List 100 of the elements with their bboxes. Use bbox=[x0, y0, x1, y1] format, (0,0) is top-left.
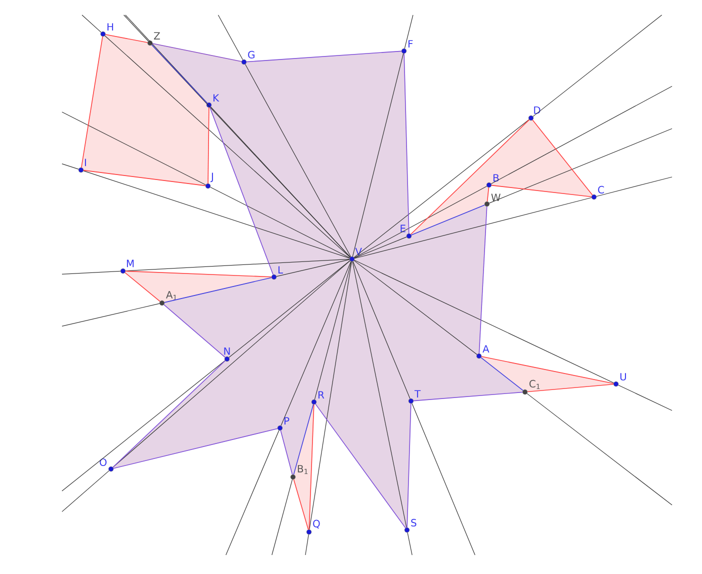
point bbox=[401, 40, 413, 54]
point bbox=[349, 248, 362, 262]
point-label: F bbox=[408, 40, 413, 48]
point bbox=[306, 520, 320, 535]
point-label: Q bbox=[313, 520, 320, 528]
point-label: W bbox=[491, 194, 500, 202]
line-segment bbox=[406, 403, 412, 528]
line-segment bbox=[164, 304, 226, 358]
line-segment bbox=[112, 360, 226, 468]
line-segment bbox=[354, 236, 407, 258]
line-segment bbox=[81, 36, 103, 168]
line-segment bbox=[228, 260, 350, 358]
point-label: G bbox=[248, 50, 254, 58]
point bbox=[206, 94, 220, 108]
point bbox=[224, 347, 230, 362]
line-segment bbox=[164, 277, 272, 303]
line-segment bbox=[413, 392, 523, 402]
line-segment bbox=[410, 119, 530, 235]
line-segment bbox=[352, 261, 410, 399]
line-segment bbox=[125, 270, 272, 278]
point bbox=[591, 186, 604, 200]
line-segment bbox=[309, 261, 352, 530]
line-segment bbox=[354, 260, 614, 384]
point-label: B bbox=[494, 174, 499, 182]
point-label: D bbox=[534, 106, 540, 114]
point bbox=[613, 373, 626, 387]
point-label: K bbox=[214, 94, 220, 102]
point-label: J bbox=[210, 172, 213, 182]
line-segment bbox=[124, 272, 160, 302]
point-label: N bbox=[224, 347, 230, 355]
point bbox=[400, 224, 412, 239]
point-label: C bbox=[598, 186, 604, 194]
line-segment bbox=[293, 479, 309, 530]
line-segment bbox=[404, 53, 410, 234]
point bbox=[271, 266, 284, 280]
point-label: B$_{1}$ bbox=[298, 465, 308, 474]
line-segment bbox=[410, 204, 486, 236]
line-segment bbox=[104, 35, 350, 258]
line-segment bbox=[354, 119, 530, 258]
line-segment bbox=[83, 170, 350, 258]
line-segment bbox=[105, 34, 148, 43]
line-segment bbox=[208, 107, 210, 184]
point-label: T bbox=[414, 390, 421, 398]
point-label: P bbox=[284, 417, 290, 424]
point-label: S bbox=[411, 518, 416, 526]
point-label: H bbox=[108, 23, 114, 30]
line-segment bbox=[210, 186, 350, 258]
point bbox=[408, 390, 421, 404]
line-segment bbox=[276, 259, 350, 277]
point bbox=[404, 518, 416, 533]
line-segment bbox=[246, 50, 402, 62]
line-segment bbox=[112, 260, 350, 468]
line-segment bbox=[244, 64, 352, 258]
line-segment bbox=[315, 404, 406, 528]
point bbox=[205, 172, 213, 189]
point bbox=[241, 50, 254, 65]
point-label: C$_{1}$ bbox=[529, 380, 540, 390]
point bbox=[522, 380, 540, 395]
line-segment bbox=[478, 206, 488, 354]
point-label: V bbox=[355, 248, 362, 256]
point bbox=[159, 291, 177, 306]
line-segment bbox=[210, 106, 351, 258]
point-label: E bbox=[400, 224, 406, 232]
point bbox=[528, 106, 540, 121]
point bbox=[147, 32, 160, 46]
point-label: U bbox=[620, 373, 626, 380]
line-segment bbox=[481, 356, 614, 384]
line-segment bbox=[354, 186, 488, 258]
line-segment bbox=[314, 261, 352, 400]
line-segment bbox=[293, 404, 314, 475]
line-segment bbox=[152, 43, 242, 62]
point-label: I bbox=[84, 158, 86, 166]
line-segment bbox=[480, 357, 524, 391]
line-segment bbox=[210, 107, 274, 276]
line-segment bbox=[532, 120, 593, 196]
point-label: L bbox=[278, 266, 284, 274]
point bbox=[277, 417, 290, 431]
line-segment bbox=[125, 258, 350, 272]
point bbox=[476, 345, 490, 359]
line-segment bbox=[113, 428, 278, 469]
point bbox=[486, 174, 499, 188]
point bbox=[311, 391, 324, 405]
point-label: Z bbox=[154, 32, 160, 40]
line-segment bbox=[352, 261, 407, 528]
line-segment bbox=[280, 430, 293, 475]
point bbox=[100, 23, 114, 37]
line-segment bbox=[491, 184, 592, 198]
line-segment bbox=[83, 170, 206, 186]
line-segment bbox=[280, 261, 352, 426]
line-segment bbox=[527, 384, 614, 392]
point-label: M bbox=[126, 260, 134, 268]
point bbox=[290, 465, 308, 480]
line-segment bbox=[354, 197, 592, 259]
line-segment bbox=[352, 53, 404, 257]
line-segment bbox=[308, 404, 314, 530]
line-segment bbox=[486, 187, 490, 202]
line-segment bbox=[151, 44, 208, 104]
line-segment bbox=[354, 260, 478, 355]
point-label: A bbox=[482, 345, 490, 352]
point bbox=[484, 194, 500, 207]
